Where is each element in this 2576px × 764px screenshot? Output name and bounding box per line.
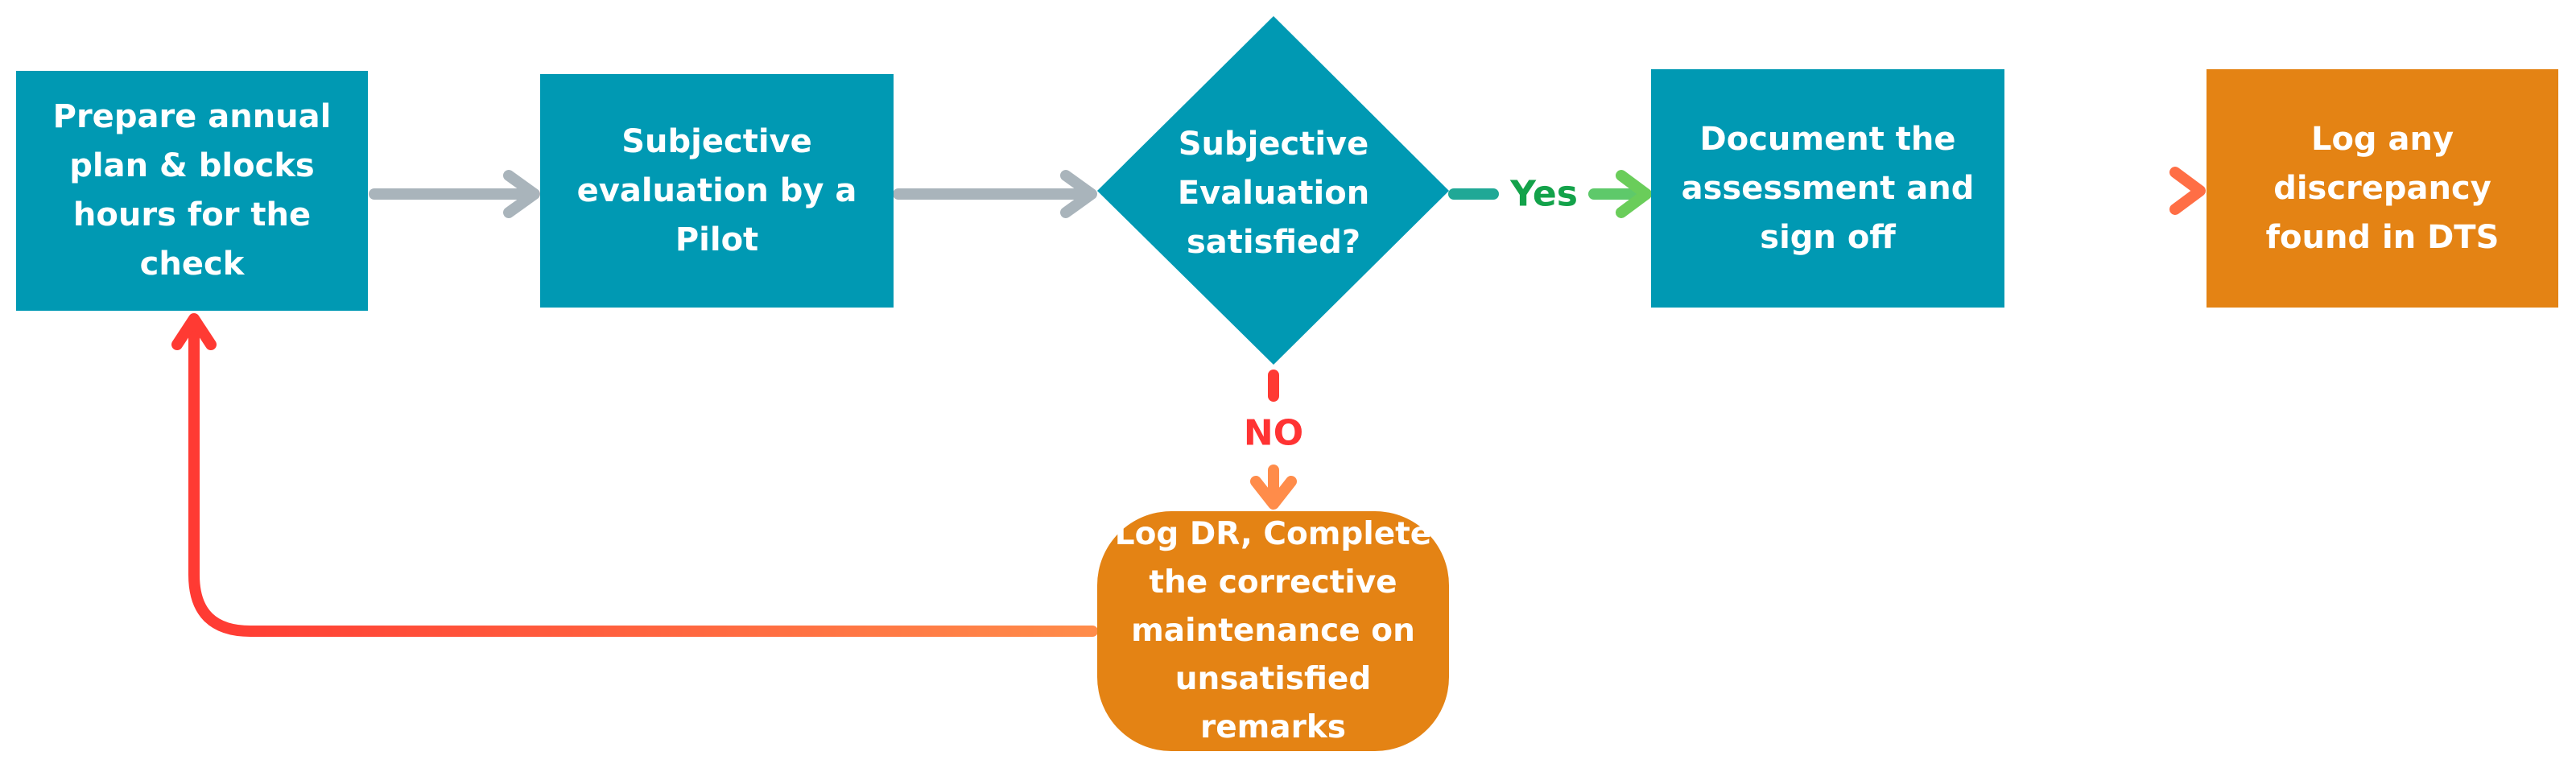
- node-label: Document the assessment and sign off: [1681, 120, 1975, 256]
- yes-label: Yes: [1510, 173, 1578, 215]
- decision-label: Subjective Evaluation satisfied?: [1177, 125, 1370, 261]
- decision-diamond[interactable]: [1097, 16, 1449, 365]
- node-label: Log DR, Complete the corrective maintena…: [1114, 516, 1432, 745]
- node-corrective-maintenance[interactable]: Log DR, Complete the corrective maintena…: [1097, 511, 1449, 751]
- node-label: Log any discrepancy found in DTS: [2265, 120, 2500, 256]
- node-label: Prepare annual plan & blocks hours for t…: [52, 98, 332, 283]
- arrow-evaluation-to-decision: [893, 170, 1097, 218]
- no-label: NO: [1243, 412, 1304, 454]
- arrow-prepare-to-evaluation: [369, 170, 540, 218]
- node-document-assessment[interactable]: Document the assessment and sign off: [1651, 69, 2004, 308]
- node-log-discrepancy[interactable]: Log any discrepancy found in DTS: [2207, 69, 2558, 308]
- node-label: Subjective evaluation by a Pilot: [576, 122, 857, 258]
- loop-arrow-corrective-to-prepare: [171, 313, 1098, 637]
- arrow-document-to-log: [2005, 167, 2206, 215]
- arrow-no-to-corrective: [1250, 370, 1297, 510]
- node-subjective-evaluation[interactable]: Subjective evaluation by a Pilot: [540, 74, 894, 308]
- node-prepare-annual-plan[interactable]: Prepare annual plan & blocks hours for t…: [16, 71, 368, 311]
- arrow-yes-to-document: [1448, 170, 1652, 218]
